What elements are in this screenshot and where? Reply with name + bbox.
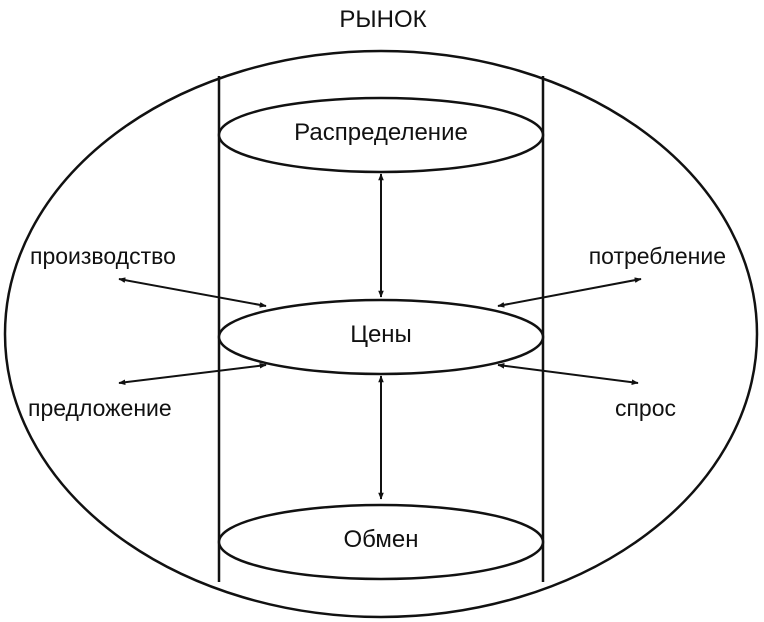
node-distribution-label: Распределение (294, 119, 468, 146)
market-title: РЫНОК (339, 6, 427, 33)
production-label: производство (30, 243, 176, 269)
arrow-supply (118, 362, 267, 386)
supply-label: предложение (28, 395, 172, 421)
consumption-label: потребление (588, 243, 726, 269)
node-exchange-label: Обмен (343, 526, 419, 553)
node-prices-label: Цены (350, 321, 412, 348)
arrow-consumption (497, 277, 642, 308)
market-ellipse (3, 49, 759, 619)
exchange-ellipse (217, 503, 545, 581)
demand-label: спрос (614, 395, 676, 421)
distribution-ellipse (217, 96, 545, 174)
arrow-production (118, 277, 267, 308)
arrow-demand (497, 363, 639, 385)
prices-ellipse (217, 298, 545, 376)
